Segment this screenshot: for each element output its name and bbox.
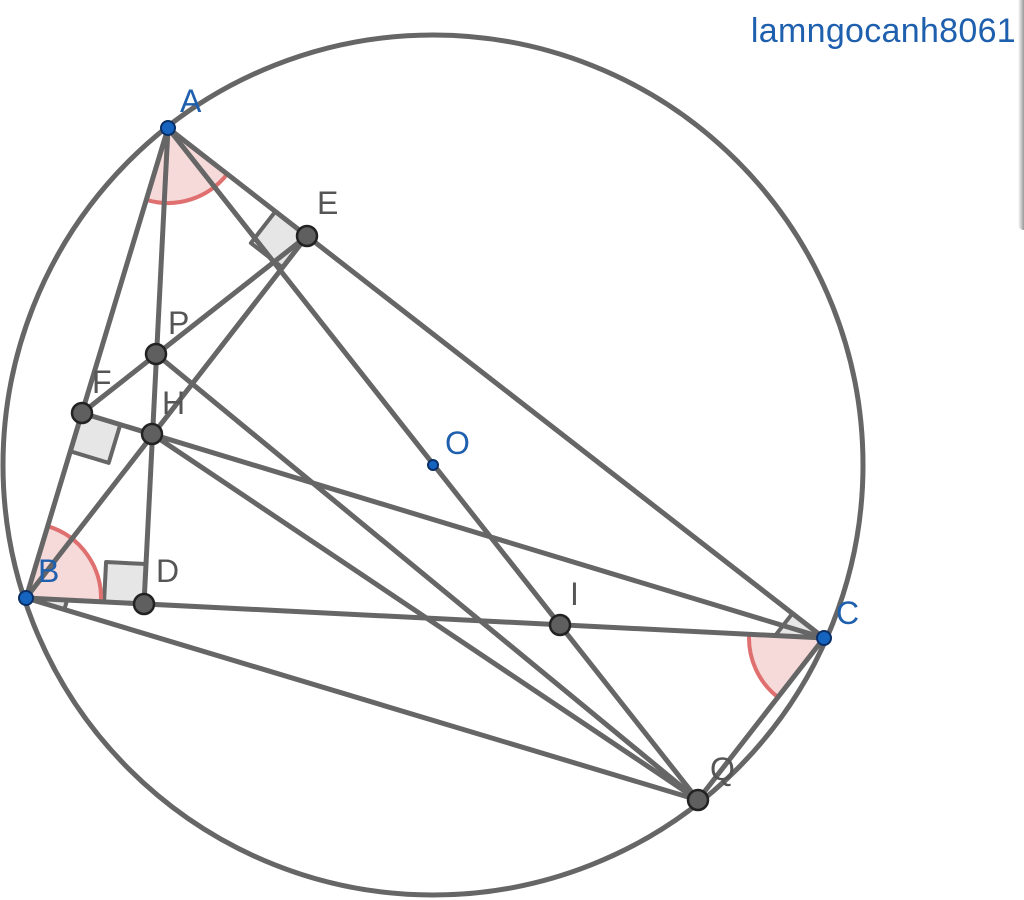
label-H: H bbox=[162, 385, 185, 421]
segment-AC bbox=[165, 125, 827, 641]
segment-layer bbox=[0, 32, 866, 898]
segment-CF bbox=[79, 410, 827, 641]
segment-BQ bbox=[23, 595, 701, 803]
point-H bbox=[140, 422, 164, 446]
point-B bbox=[18, 590, 34, 606]
circumcircle bbox=[0, 32, 866, 898]
label-D: D bbox=[156, 553, 179, 589]
segment-CQ bbox=[695, 635, 827, 803]
point-O bbox=[427, 459, 439, 471]
point-A bbox=[160, 120, 176, 136]
point-C bbox=[816, 630, 832, 646]
segment-PQ bbox=[153, 351, 701, 803]
label-E: E bbox=[317, 185, 338, 221]
point-Q bbox=[686, 788, 710, 812]
point-F bbox=[70, 401, 94, 425]
angle-arc-A bbox=[145, 172, 229, 205]
scrollbar-edge bbox=[1018, 0, 1024, 230]
label-F: F bbox=[92, 364, 112, 400]
label-I: I bbox=[570, 576, 579, 612]
angle-arc-C bbox=[747, 634, 780, 699]
label-P: P bbox=[168, 305, 189, 341]
label-Q: Q bbox=[710, 751, 735, 787]
label-A: A bbox=[180, 83, 202, 119]
angle-fill-B bbox=[26, 526, 102, 602]
angle-arc-B bbox=[47, 524, 103, 602]
segment-HQ bbox=[149, 431, 701, 803]
label-O: O bbox=[445, 425, 470, 461]
segment-AD bbox=[141, 125, 171, 607]
segment-AB bbox=[23, 125, 171, 601]
point-layer bbox=[18, 120, 832, 812]
point-E bbox=[295, 224, 319, 248]
label-C: C bbox=[836, 595, 859, 631]
label-B: B bbox=[38, 553, 59, 589]
segment-BE bbox=[23, 233, 310, 601]
point-P bbox=[144, 342, 168, 366]
point-I bbox=[548, 613, 572, 637]
angle-fill-C bbox=[749, 634, 824, 698]
segment-EF bbox=[79, 233, 310, 416]
point-D bbox=[132, 592, 156, 616]
author-watermark: lamngocanh8061 bbox=[750, 12, 1016, 50]
label-layer: A B C O D E F H P I Q bbox=[38, 83, 859, 787]
